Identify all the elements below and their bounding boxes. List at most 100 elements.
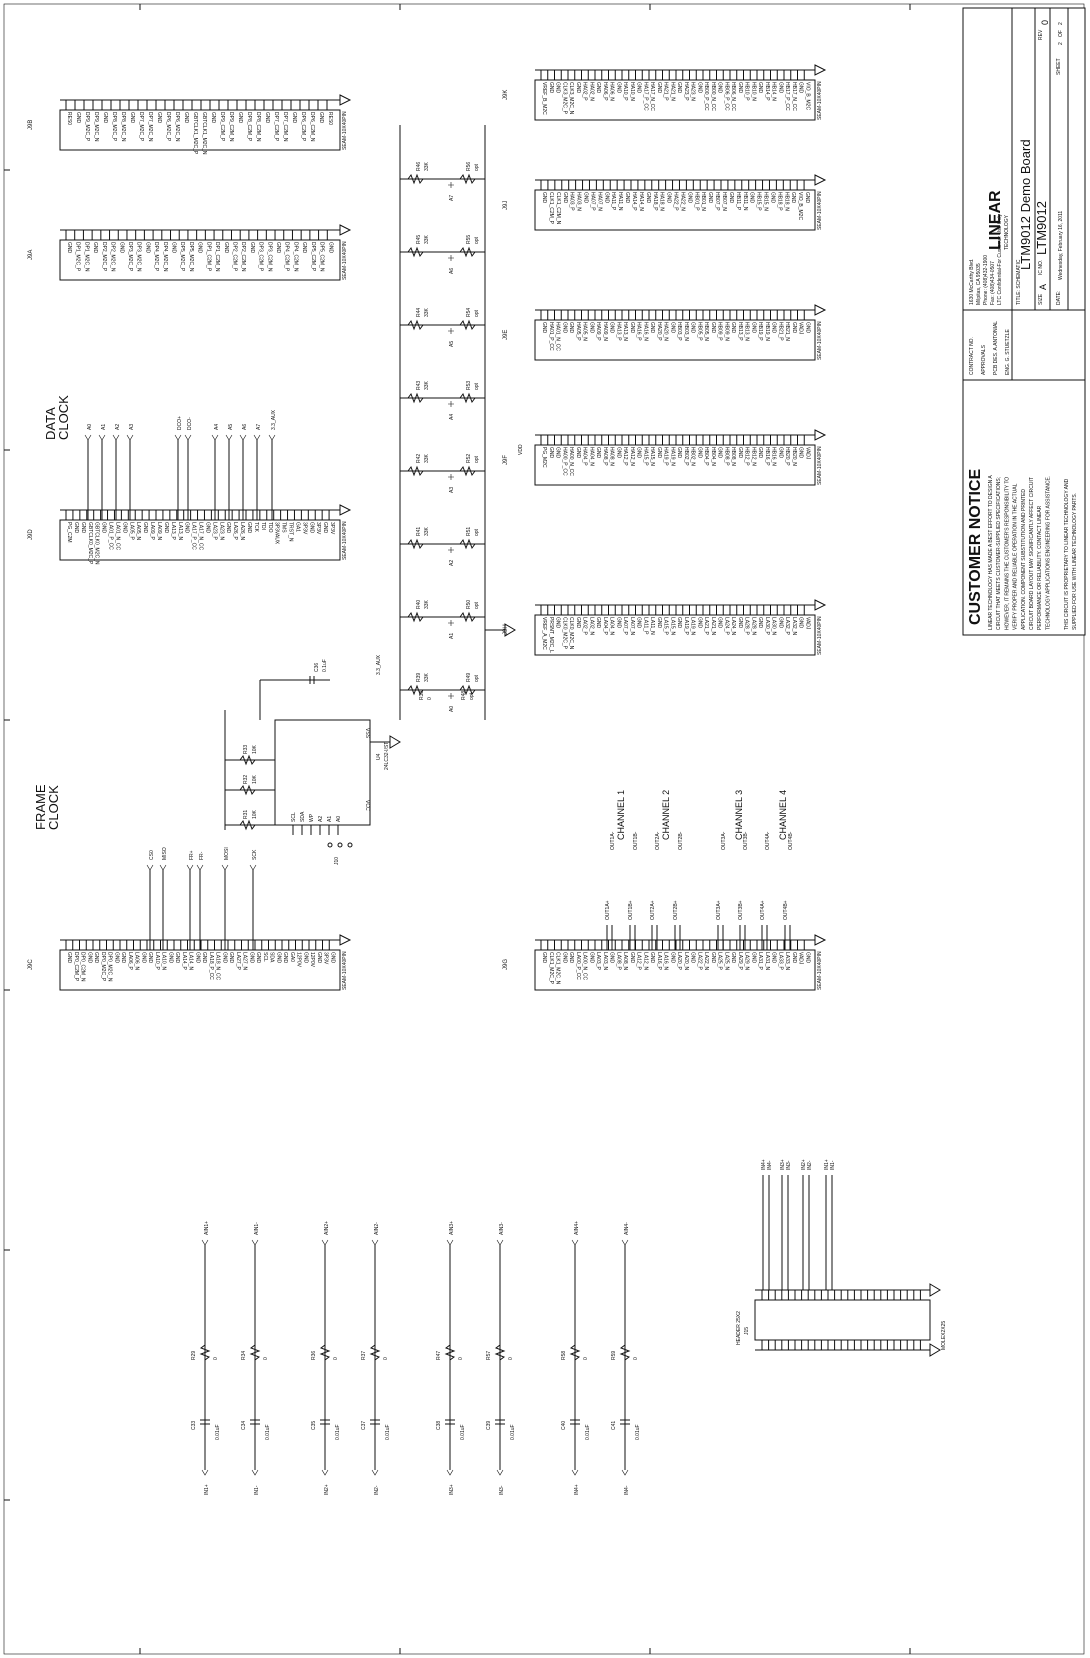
in-label: IN4- (624, 1485, 630, 1495)
addr-tap (448, 693, 454, 699)
pin-label: GND (666, 192, 672, 204)
pin-label: GND (686, 192, 692, 204)
pin-label: LA19_N (690, 617, 696, 635)
pin-label: GND (804, 322, 810, 334)
pin-label: CLK1_C2M_N (555, 192, 561, 225)
pin-label: LA06_P (127, 952, 133, 970)
addr-tap (448, 474, 454, 480)
pin-label: HA14_P (631, 192, 637, 211)
resistor-symbol (407, 319, 424, 331)
resistor-symbol (407, 684, 424, 696)
signal-arrow (211, 434, 219, 441)
signal-label: A1 (101, 424, 107, 430)
pin-label: CLK0_M2C_N (568, 617, 574, 650)
pin-label: HB00_N_CC (710, 82, 716, 111)
pin-label: DP9_C2M_P (219, 112, 225, 142)
resistor-value: 33K (424, 453, 430, 463)
ain-label: AIN4- (624, 1222, 630, 1235)
pin-label: LA08_P (615, 952, 621, 970)
pin-label: GND (194, 952, 200, 964)
connector-body (59, 239, 341, 281)
pin-label: HA22_N (679, 192, 685, 211)
pin-label: PG_C2M (66, 522, 72, 543)
pin-label: HA16_N (642, 322, 648, 341)
resistor-symbol (407, 611, 424, 623)
resistor-symbol (319, 1344, 331, 1361)
pin-label: GND (771, 952, 777, 964)
pin-label: GND (282, 952, 288, 964)
pin-label: GND (737, 447, 743, 459)
tb-date-label: DATE: (1056, 291, 1062, 305)
signal-arrow (251, 1239, 259, 1246)
pin-label: CLK1_C2M_P (548, 192, 554, 225)
pin-label: DP7_C2M_P (273, 112, 279, 142)
addr-label: A0 (449, 706, 455, 712)
pin-label: GND (615, 617, 621, 629)
resistor-symbol (494, 1344, 506, 1361)
pin-label: GND (609, 322, 615, 334)
pin-label: GND (696, 617, 702, 629)
in-label: IN2- (374, 1485, 380, 1495)
signal-label: A3 (129, 424, 135, 430)
pin-label: LA25_N (723, 952, 729, 970)
pin-label: HB20_N (791, 447, 797, 466)
resistor-value: 33K (424, 672, 430, 682)
pin-label: LA32_P (784, 617, 790, 635)
notice-line: CIRCUIT BOARD LAYOUT MAY SIGNIFICANTLY A… (1029, 477, 1035, 630)
tb-address: Phone: (408)432-1900 (983, 255, 989, 305)
pin-label: TMS (281, 522, 287, 533)
pin-label: LA15_P (663, 617, 669, 635)
r-ref: R34 (241, 1351, 247, 1360)
signal-arrow (174, 434, 182, 441)
pin-label: LA12_P (636, 952, 642, 970)
pin-label: HB20_P (784, 447, 790, 466)
pin-label: GND (121, 522, 127, 534)
pin-label: HB05_P (696, 322, 702, 341)
pin-label: GND (595, 82, 601, 94)
tb-company: LINEAR (987, 190, 1004, 250)
pin-label: LA29_P (737, 952, 743, 970)
pin-label: HB06_P_CC (723, 82, 729, 111)
c-ref: C41 (611, 1421, 617, 1430)
resistor-ref: R50 (466, 600, 472, 609)
pin-label: GND (629, 322, 635, 334)
pin-label: DP2_M2C_P (101, 242, 107, 272)
pin-label: DP7_M2C_N (147, 112, 153, 142)
signal-arrow (184, 434, 192, 441)
pin-label: VREF_A_M2C (541, 617, 547, 650)
pin-label: GND (197, 242, 203, 254)
pin-label: HA04_N (588, 447, 594, 466)
pin-label: GND (167, 952, 173, 964)
pin-label: HB10_N (750, 82, 756, 101)
resistor-symbol (407, 173, 424, 185)
signal-arrow (126, 434, 134, 441)
pin-label: CLK0_M2C_P (561, 617, 567, 650)
pin-label: DP7_C2M_N (282, 112, 288, 142)
pin-label: HA19_P (663, 447, 669, 466)
pin-label: GND (562, 192, 568, 204)
connector-body (59, 109, 341, 151)
pin-label: HA23_P (683, 82, 689, 101)
connector-ref: J9E (503, 330, 509, 340)
pin-label: TDO (267, 522, 273, 533)
pin-label: LA12_N (642, 952, 648, 970)
notice-line: LINEAR TECHNOLOGY HAS MADE A BEST EFFORT… (988, 475, 994, 630)
channel-signal: OUT2B+ (673, 900, 679, 920)
pin-label: HA19_N (669, 447, 675, 466)
pin-label: GND (656, 447, 662, 459)
pin-label: GND (669, 952, 675, 964)
c-value: 0.01uF (460, 1424, 466, 1440)
pin-label: GND (798, 82, 804, 94)
resistor-value: opt (474, 163, 480, 171)
resistor-value: 33K (424, 307, 430, 317)
resistor-value: opt (474, 309, 480, 317)
signal-arrow (196, 864, 204, 871)
pin-label: GND (249, 242, 255, 254)
pin-label: 3P3V (329, 522, 335, 535)
pin-label: HA21_N (669, 82, 675, 101)
